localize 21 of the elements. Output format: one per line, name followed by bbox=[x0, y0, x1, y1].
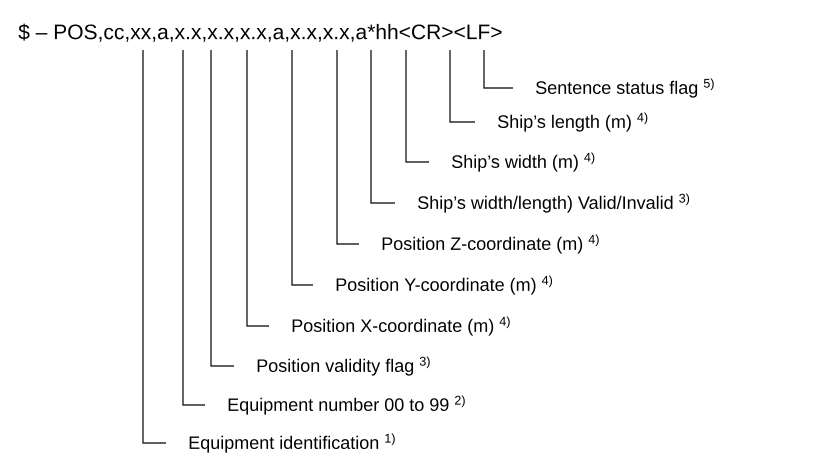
leader-line bbox=[370, 50, 395, 204]
field-description: Position Z-coordinate (m) $^{4)}$ bbox=[382, 234, 599, 254]
field-description: Position X-coordinate (m) $^{4)}$ bbox=[292, 316, 510, 336]
leader-line bbox=[142, 50, 166, 444]
leader-line bbox=[182, 50, 205, 406]
leader-line bbox=[246, 50, 269, 327]
field-description: Ship’s length (m) $^{4)}$ bbox=[498, 112, 648, 132]
leader-line bbox=[291, 50, 313, 286]
sentence-format-text: $ – POS,cc,xx,a,x.x,x.x,x.x,a,x.x,x.x,a*hh<CR><LF> bbox=[18, 24, 502, 42]
leader-line bbox=[336, 50, 359, 245]
leader-line bbox=[405, 50, 429, 163]
field-description: Equipment identification $^{1)}$ bbox=[190, 433, 395, 453]
field-description: Sentence status flag $^{5)}$ bbox=[536, 78, 714, 98]
leader-line bbox=[210, 50, 234, 367]
leader-line bbox=[449, 50, 475, 123]
field-description: Position validity flag $^{3)}$ bbox=[258, 356, 430, 376]
field-description: Ship’s width (m) $^{4)}$ bbox=[452, 152, 594, 172]
field-description: Position Y-coordinate (m) $^{4)}$ bbox=[336, 275, 552, 295]
leader-line bbox=[483, 50, 513, 89]
field-description: Ship’s width/length) Valid/Invalid $^{3)}$ bbox=[418, 193, 690, 213]
field-description: Equipment number 00 to 99 $^{2)}$ bbox=[228, 395, 465, 415]
